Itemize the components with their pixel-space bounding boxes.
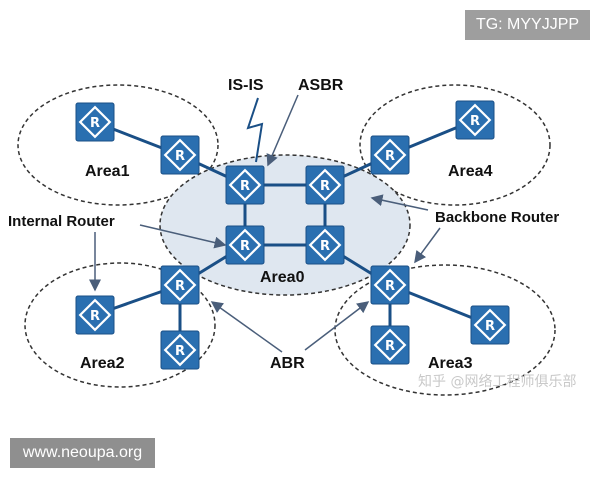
area2-label: Area2 — [80, 355, 125, 372]
internal-router-label: Internal Router — [8, 213, 115, 230]
router-area3-internal-bottom: R — [369, 324, 411, 366]
svg-text:R: R — [175, 279, 185, 294]
area0-label: Area0 — [260, 269, 305, 286]
svg-text:R: R — [385, 279, 395, 294]
router-area3-abr: R — [369, 264, 411, 306]
router-backbone-bottom-right: R — [304, 224, 346, 266]
area4-boundary — [359, 84, 551, 206]
abr-label: ABR — [270, 355, 305, 372]
router-backbone-top-right: R — [304, 164, 346, 206]
asbr-label: ASBR — [298, 77, 344, 94]
area3-label: Area3 — [428, 355, 473, 372]
svg-text:R: R — [90, 116, 100, 131]
router-area1-internal: R — [74, 101, 116, 143]
svg-text:R: R — [175, 344, 185, 359]
svg-text:R: R — [175, 149, 185, 164]
router-backbone-bottom-left: R — [224, 224, 266, 266]
svg-text:R: R — [320, 179, 330, 194]
router-area4-internal: R — [454, 99, 496, 141]
router-area2-internal-bottom: R — [159, 329, 201, 371]
router-area4-abr: R — [369, 134, 411, 176]
svg-text:R: R — [240, 179, 250, 194]
router-area1-abr: R — [159, 134, 201, 176]
router-area2-abr: R — [159, 264, 201, 306]
svg-text:R: R — [385, 339, 395, 354]
isis-lightning-icon — [246, 97, 264, 163]
zhihu-watermark: 知乎 @网络工程师俱乐部 — [418, 373, 576, 390]
svg-text:R: R — [385, 149, 395, 164]
router-area2-internal-left: R — [74, 294, 116, 336]
telegram-watermark: TG: MYYJJPP — [465, 10, 590, 40]
svg-text:R: R — [320, 239, 330, 254]
svg-text:R: R — [470, 114, 480, 129]
router-backbone-top-left: R — [224, 164, 266, 206]
svg-text:R: R — [90, 309, 100, 324]
svg-text:R: R — [485, 319, 495, 334]
area2-boundary — [24, 262, 216, 388]
site-watermark: www.neoupa.org — [10, 438, 155, 468]
backbone-router-label: Backbone Router — [435, 209, 559, 226]
isis-label: IS-IS — [228, 77, 264, 94]
area3-boundary — [334, 264, 556, 396]
annotation-arrows — [89, 94, 441, 353]
area4-label: Area4 — [448, 163, 493, 180]
svg-text:R: R — [240, 239, 250, 254]
router-area3-internal-right: R — [469, 304, 511, 346]
area1-boundary — [17, 84, 219, 206]
area1-label: Area1 — [85, 163, 130, 180]
